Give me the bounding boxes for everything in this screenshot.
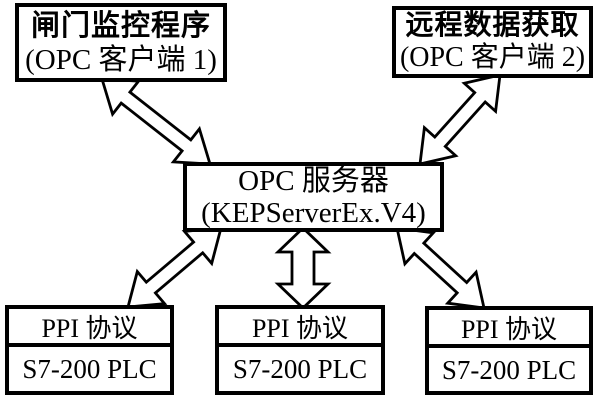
server-subtitle: (KEPServerEx.V4) <box>201 197 426 229</box>
arrow-client2-server <box>418 73 502 166</box>
plc2-device-label: S7-200 PLC <box>232 353 368 384</box>
node-plc3: PPI 协议 S7-200 PLC <box>425 306 593 395</box>
arrow-server-plc1 <box>126 226 223 309</box>
plc3-device-label: S7-200 PLC <box>441 354 577 385</box>
node-plc1: PPI 协议 S7-200 PLC <box>5 305 174 395</box>
client2-subtitle: (OPC 客户端 2) <box>399 42 586 73</box>
arrow-server-plc2 <box>274 226 332 310</box>
node-plc2: PPI 协议 S7-200 PLC <box>215 305 385 395</box>
client2-title: 远程数据获取 <box>405 10 580 41</box>
server-title: OPC 服务器 <box>238 165 389 197</box>
node-opc-server: OPC 服务器 (KEPServerEx.V4) <box>183 162 444 232</box>
plc1-device-label: S7-200 PLC <box>22 353 157 384</box>
client1-subtitle: (OPC 客户端 1) <box>25 43 217 76</box>
arrow-client1-server <box>100 77 212 166</box>
node-client2-remote-data: 远程数据获取 (OPC 客户端 2) <box>392 6 593 78</box>
client1-title: 闸门监控程序 <box>30 9 211 42</box>
arrow-server-plc3 <box>395 226 486 310</box>
plc3-protocol-label: PPI 协议 <box>429 310 589 348</box>
node-client1-gate-monitor: 闸门监控程序 (OPC 客户端 1) <box>15 3 227 82</box>
plc2-protocol-label: PPI 协议 <box>219 309 381 347</box>
plc1-protocol-label: PPI 协议 <box>9 309 170 347</box>
